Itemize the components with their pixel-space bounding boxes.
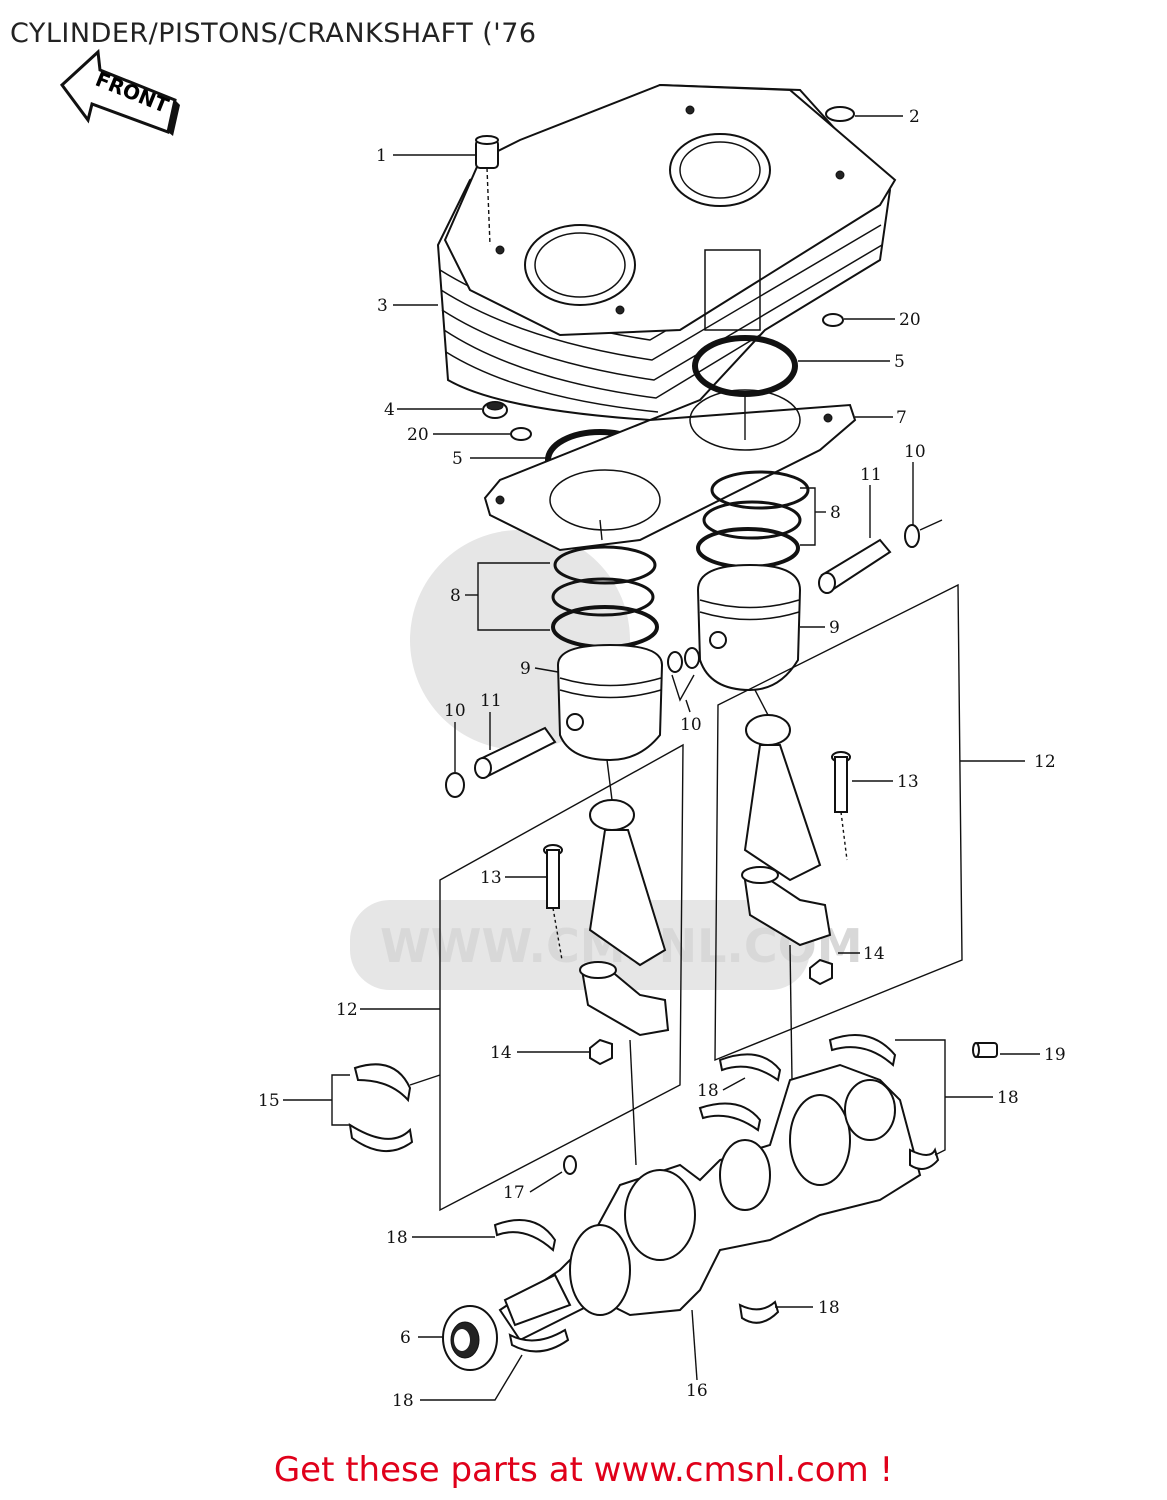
callout-19: 19 <box>1044 1045 1066 1065</box>
page-title: CYLINDER/PISTONS/CRANKSHAFT ('76 <box>10 18 537 49</box>
conrod-box-part-12-right <box>714 583 963 1062</box>
callout-5-left: 5 <box>452 449 463 469</box>
callout-4: 4 <box>384 400 395 420</box>
callout-20-left: 20 <box>407 425 429 445</box>
piston-rings-part-8-left <box>551 545 659 649</box>
watermark-banner <box>350 900 810 990</box>
bearing-part-18-f <box>738 1300 780 1324</box>
callout-20-right: 20 <box>899 310 921 330</box>
o-ring-part-20-left <box>510 427 532 441</box>
callout-10-left: 10 <box>444 701 466 721</box>
bearing-part-18-a <box>698 1102 762 1132</box>
circlip-part-10-center-a <box>667 651 683 673</box>
bearing-part-18-c <box>828 1034 897 1067</box>
connecting-rod-left <box>579 799 670 1037</box>
callout-6: 6 <box>400 1328 411 1348</box>
callout-8-left: 8 <box>450 586 461 606</box>
circlip-part-10-center-b <box>684 647 700 669</box>
callout-10-right: 10 <box>904 442 926 462</box>
o-ring-part-5-right <box>692 335 798 397</box>
conrod-box-part-12-left <box>439 743 684 1212</box>
piston-pin-part-11-left <box>474 726 557 779</box>
callout-18-lower-right: 18 <box>818 1298 840 1318</box>
callout-3: 3 <box>377 296 388 316</box>
callout-11-right: 11 <box>860 465 882 485</box>
callout-14-left: 14 <box>490 1043 512 1063</box>
piston-part-9-right <box>696 563 802 692</box>
oil-seal-part-6 <box>442 1305 498 1371</box>
callout-7: 7 <box>896 408 907 428</box>
plug-part-4 <box>482 401 508 419</box>
callout-13-right: 13 <box>897 772 919 792</box>
callout-9-right: 9 <box>829 618 840 638</box>
conrod-bolt-part-13-left <box>543 844 563 961</box>
callout-1: 1 <box>376 146 387 166</box>
callout-8-right: 8 <box>830 503 841 523</box>
callout-12-left: 12 <box>336 1000 358 1020</box>
bearing-part-18-g <box>508 1328 570 1353</box>
conrod-bolt-part-13-right <box>831 751 851 861</box>
callout-17: 17 <box>503 1183 525 1203</box>
callout-15: 15 <box>258 1091 280 1111</box>
bearing-part-18-e <box>493 1219 557 1252</box>
woodruff-key-part-17 <box>563 1155 577 1175</box>
piston-pin-part-11-right <box>818 538 892 594</box>
piston-part-9-left <box>556 643 664 762</box>
o-ring-part-2 <box>825 106 855 122</box>
key-part-19 <box>972 1042 998 1058</box>
nut-part-14-right <box>809 958 833 986</box>
piston-rings-part-8-right <box>696 470 810 569</box>
callout-12-right: 12 <box>1034 752 1056 772</box>
callout-labels: 1 2 3 20 5 4 20 5 7 10 11 8 9 8 9 10 11 … <box>258 107 1066 1411</box>
circlip-part-10-left <box>445 772 465 798</box>
callout-9-left: 9 <box>520 659 531 679</box>
callout-18-center: 18 <box>697 1081 719 1101</box>
connecting-rod-right <box>741 714 832 947</box>
callout-11-left: 11 <box>480 691 502 711</box>
crankshaft-part-16 <box>498 1063 922 1342</box>
callout-16: 16 <box>686 1381 708 1401</box>
base-gasket-part-7 <box>483 389 857 552</box>
callout-13-left: 13 <box>480 868 502 888</box>
pin-axis-line <box>919 519 943 531</box>
bearing-shells-part-15 <box>348 1063 414 1153</box>
promo-link[interactable]: Get these parts at www.cmsnl.com ! <box>273 1450 894 1490</box>
cylinder-block <box>436 83 897 422</box>
bearing-part-18-b <box>718 1053 782 1082</box>
leader-lines <box>283 115 1040 1401</box>
nut-part-14-left <box>589 1038 613 1066</box>
callout-5-right: 5 <box>894 352 905 372</box>
callout-10-center: 10 <box>680 715 702 735</box>
circlip-part-10-right <box>904 524 920 548</box>
bearing-part-18-d <box>909 1147 940 1170</box>
callout-18-bottom: 18 <box>392 1391 414 1411</box>
callout-18-right: 18 <box>997 1088 1019 1108</box>
callout-14-right: 14 <box>863 944 885 964</box>
dowel-pin-part-1 <box>475 135 499 246</box>
callout-2: 2 <box>909 107 920 127</box>
callout-18-left: 18 <box>386 1228 408 1248</box>
o-ring-part-20-right <box>822 313 844 327</box>
front-arrow-icon: FRONT <box>59 48 180 136</box>
